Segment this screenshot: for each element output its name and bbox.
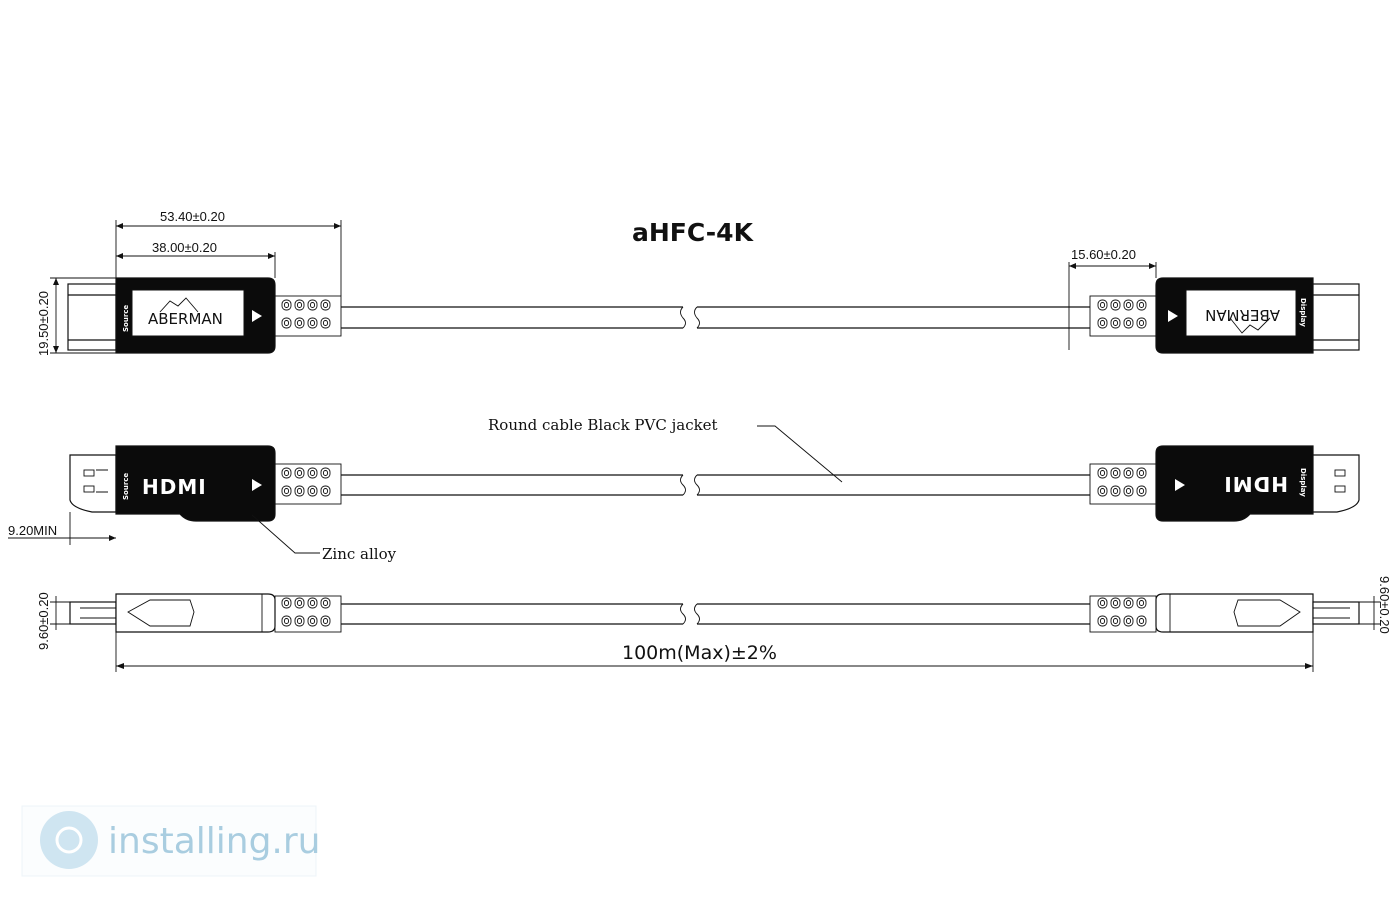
left-housing-2 [115,445,276,522]
cable-middle [341,474,1090,496]
watermark-logo-icon [40,811,98,869]
watermark: installing.ru [21,805,320,877]
dim-38-00: 38.00±0.20 [152,240,217,255]
dim-15-60: 15.60±0.20 [1071,247,1136,262]
top-view: ABERMAN Source ABERMAN Display [67,277,1360,354]
right-housing-2 [1155,445,1314,522]
bottom-view [69,593,1360,633]
source-label: Source [122,305,130,332]
right-brand-plate [1185,289,1297,337]
left-housing-3 [115,593,276,633]
watermark-text: installing.ru [108,821,320,862]
display-label: Display [1299,298,1307,327]
left-grip-pattern-2 [281,467,331,497]
left-grip-pattern [281,299,331,329]
arrow-icon [252,310,262,322]
dim-cable-length: 100m(Max)±2% [622,642,777,664]
dimensions-bottom: 9.60±0.20 9.60±0.20 100m(Max)±2% [36,576,1392,672]
cable-callout: Round cable Black PVC jacket [488,416,718,434]
arrow-icon-right-2 [1175,479,1185,491]
display-label-2: Display [1299,468,1307,497]
left-plug-tip-2 [69,454,117,513]
dim-9-60-left: 9.60±0.20 [36,592,51,650]
right-plug-tip-2 [1312,454,1360,513]
cable-top [341,306,1090,329]
hdmi-logo-left: HDMI [142,475,207,499]
dim-53-40: 53.40±0.20 [160,209,225,224]
left-brand-plate [131,289,245,337]
dimensions-top: 53.40±0.20 38.00±0.20 15.60±0.20 19.50±0… [36,209,1157,356]
dim-9-60-right: 9.60±0.20 [1377,576,1392,634]
arrow-icon-right [1168,310,1178,322]
shell-callout: Zinc alloy [322,545,397,563]
source-label-2: Source [122,473,130,500]
hdmi-logo-right: HDMI [1223,472,1288,496]
right-grip-pattern [1097,299,1147,329]
dim-9-20: 9.20MIN [8,523,57,538]
brand-label: ABERMAN [148,310,223,328]
dim-19-50: 19.50±0.20 [36,291,51,356]
mountain-logo [159,297,199,313]
right-grip-pattern-3 [1097,597,1147,627]
brand-label-mirrored: ABERMAN [1205,306,1280,324]
arrow-icon-2 [252,479,262,491]
callouts: Round cable Black PVC jacket Zinc alloy … [8,416,843,563]
left-grip-pattern-3 [281,597,331,627]
right-grip-pattern-2 [1097,467,1147,497]
cable-bottom [341,603,1090,625]
drawing-title: aHFC-4K [632,218,755,247]
middle-view: HDMI Source HDMI Display [69,445,1360,522]
